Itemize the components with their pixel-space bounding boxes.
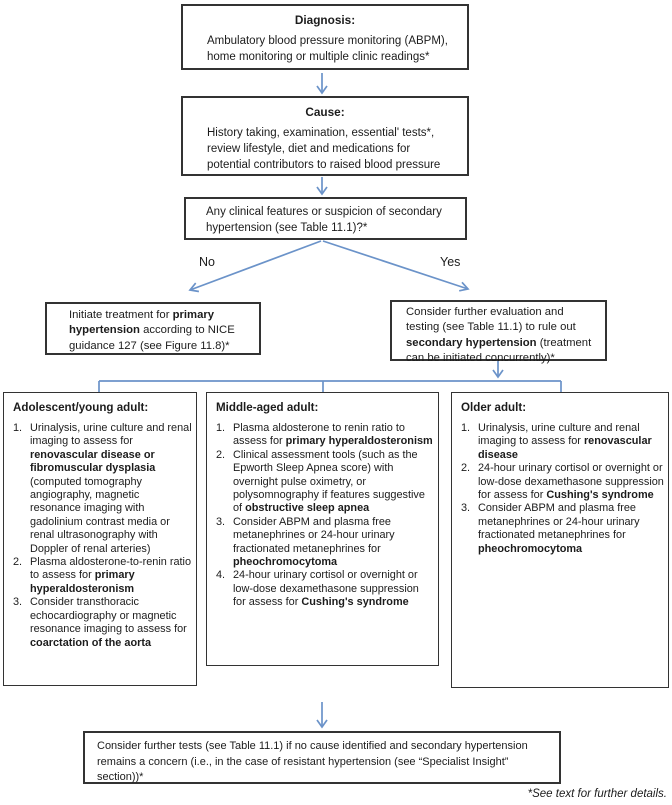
primary-hypertension-box: Initiate treatment for primary hypertens… xyxy=(45,302,261,355)
question-text: Any clinical features or suspicion of se… xyxy=(206,206,442,234)
column-title: Adolescent/young adult: xyxy=(13,401,149,414)
column-items: 1.Urinalysis, urine culture and renal im… xyxy=(4,414,196,650)
arrow-cause-to-question xyxy=(316,177,328,196)
followup-box: Consider further tests (see Table 11.1) … xyxy=(83,731,561,784)
list-item: 3.Consider ABPM and plasma free metaneph… xyxy=(216,515,395,569)
list-item: 2.24-hour urinary cortisol or overnight … xyxy=(461,462,664,502)
secondary-evaluation-box: Consider further evaluation and testing … xyxy=(390,300,607,364)
cause-box: Cause: History taking, examination, esse… xyxy=(181,96,469,176)
footnote: *See text for further details. xyxy=(527,788,667,800)
primary-hypertension-text: Initiate treatment for primary hypertens… xyxy=(69,309,235,352)
diagnosis-box: Diagnosis: Ambulatory blood pressure mon… xyxy=(181,4,469,70)
list-item: 3.Consider ABPM and plasma free metaneph… xyxy=(461,502,640,555)
branch-label-yes: Yes xyxy=(440,255,461,269)
cause-title: Cause: xyxy=(305,105,345,119)
column-title: Middle-aged adult: xyxy=(216,401,319,414)
arrow-diagnosis-to-cause xyxy=(316,73,328,95)
column-items: 1.Urinalysis, urine culture and renal im… xyxy=(452,414,668,556)
diagnosis-title: Diagnosis: xyxy=(294,13,356,27)
secondary-suspicion-question-box: Any clinical features or suspicion of se… xyxy=(184,197,467,240)
column-older-adult: Older adult: 1.Urinalysis, urine culture… xyxy=(451,392,669,688)
cause-body: History taking, examination, essential' … xyxy=(207,127,441,171)
list-item: 2.Clinical assessment tools (such as the… xyxy=(216,448,425,515)
column-adolescent-young-adult: Adolescent/young adult: 1.Urinalysis, ur… xyxy=(3,392,197,686)
list-item: 1.Urinalysis, urine culture and renal im… xyxy=(461,422,652,461)
list-item: 2.Plasma aldosterone-to-renin ratio to a… xyxy=(13,556,192,595)
branch-label-no: No xyxy=(199,255,215,269)
column-items: 1.Plasma aldosterone to renin ratio to a… xyxy=(207,414,438,610)
followup-text: Consider further tests (see Table 11.1) … xyxy=(97,740,528,783)
distributor-line xyxy=(98,380,562,392)
diagnosis-body: Ambulatory blood pressure monitoring (AB… xyxy=(207,35,448,63)
column-title: Older adult: xyxy=(461,401,527,414)
secondary-evaluation-text: Consider further evaluation and testing … xyxy=(406,306,592,364)
list-item: 1.Plasma aldosterone to renin ratio to a… xyxy=(216,422,433,448)
list-item: 3.Consider transthoracic echocardiograph… xyxy=(13,596,187,649)
list-item: 1.Urinalysis, urine culture and renal im… xyxy=(13,422,192,555)
list-item: 4.24-hour urinary cortisol or overnight … xyxy=(216,569,419,609)
arrow-to-followup xyxy=(316,702,328,729)
column-middle-aged-adult: Middle-aged adult: 1.Plasma aldosterone … xyxy=(206,392,439,666)
